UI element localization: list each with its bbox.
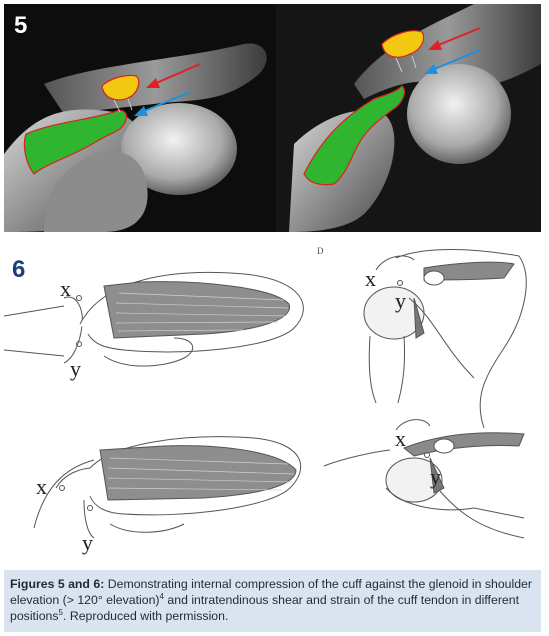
caption-text-1: Demonstrating internal compression of th…	[10, 577, 532, 607]
figure-5-right-panel	[276, 4, 541, 232]
figure-caption: Figures 5 and 6: Demonstrating internal …	[4, 570, 541, 632]
figure-6-panel-letter: D	[317, 246, 324, 256]
figure-6-number: 6	[12, 256, 26, 283]
caption-ref-1: 4	[159, 591, 164, 601]
caption-ref-2: 5	[58, 607, 63, 617]
figure-6-top-left-drawing	[4, 271, 304, 367]
figure-6-bottom-right-drawing	[323, 419, 525, 539]
figure-6-image: 6 D x y x y x y x y	[4, 238, 541, 565]
figure-5-number: 5	[14, 12, 28, 39]
figure-5-image: 5	[4, 4, 541, 232]
label-x-top-right: x	[365, 266, 376, 291]
caption-text-3: . Reproduced with permission.	[63, 609, 229, 623]
label-y-top-left: y	[70, 356, 81, 381]
figure-6-bottom-left-drawing	[33, 436, 302, 539]
label-x-bottom-left: x	[36, 474, 47, 499]
label-y-bottom-left: y	[82, 530, 93, 555]
figure-5-left-panel	[4, 43, 267, 232]
caption-heading: Figures 5 and 6:	[10, 577, 105, 591]
caption-text-2: and intratendinous shear and strain of t…	[10, 593, 520, 623]
label-x-bottom-right: x	[395, 426, 406, 451]
figure-6-top-right-drawing	[363, 249, 527, 429]
label-x-top-left: x	[60, 276, 71, 301]
label-y-bottom-right: y	[430, 464, 441, 489]
label-y-top-right: y	[395, 288, 406, 313]
